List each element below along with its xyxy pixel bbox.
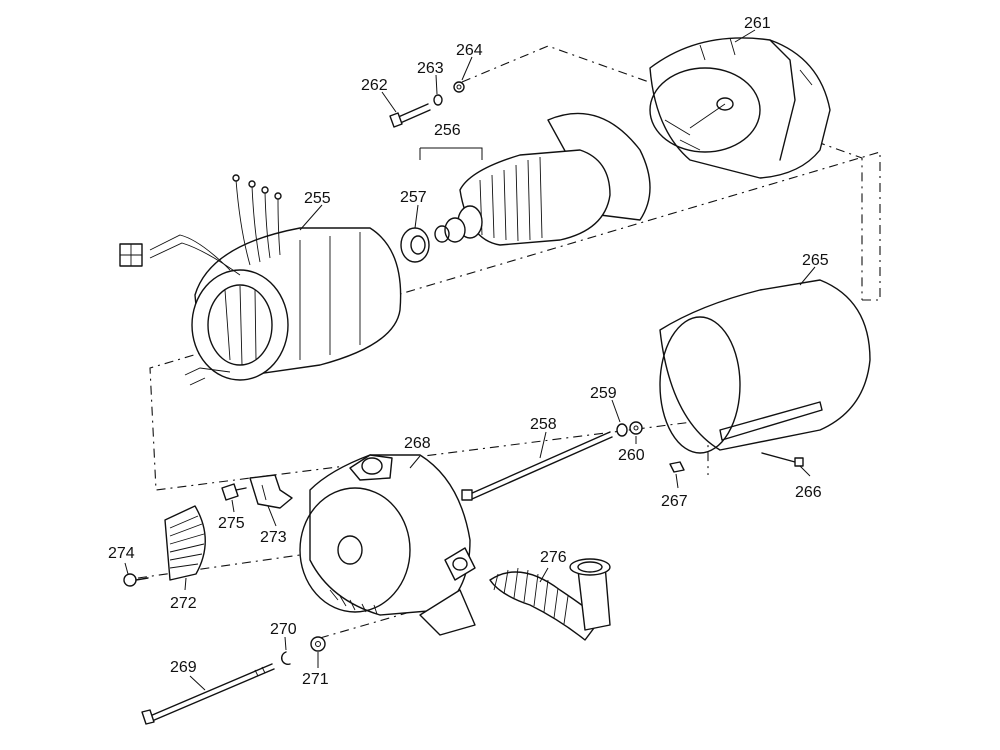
label-270: 270: [270, 621, 297, 638]
label-272: 272: [170, 595, 197, 612]
label-261: 261: [744, 15, 771, 32]
label-275: 275: [218, 515, 245, 532]
rear-housing: [299, 454, 476, 636]
label-276: 276: [540, 549, 567, 566]
cover-part: [659, 279, 871, 454]
label-271: 271: [302, 671, 329, 688]
label-256: 256: [434, 122, 461, 139]
rotor-part: [419, 112, 651, 246]
through-bolt-258: [461, 431, 613, 501]
bearing-part: [400, 227, 430, 263]
label-266: 266: [795, 484, 822, 501]
label-255: 255: [304, 190, 331, 207]
label-274: 274: [108, 545, 135, 562]
fan-part: [649, 37, 831, 179]
label-264: 264: [456, 42, 483, 59]
label-268: 268: [404, 435, 431, 452]
label-259: 259: [590, 385, 617, 402]
washers-259-260: [616, 421, 643, 437]
label-258: 258: [530, 416, 557, 433]
label-273: 273: [260, 529, 287, 546]
label-265: 265: [802, 252, 829, 269]
label-263: 263: [417, 60, 444, 77]
label-257: 257: [400, 189, 427, 206]
screw-brush: [221, 474, 293, 509]
label-267: 267: [661, 493, 688, 510]
bolt-washers: [389, 81, 465, 128]
nut-screw: [669, 452, 804, 473]
label-262: 262: [361, 77, 388, 94]
exhaust-hose: [489, 558, 611, 641]
brush-cover: [123, 505, 206, 587]
washers-270-271: [280, 636, 326, 666]
label-260: 260: [618, 447, 645, 464]
label-269: 269: [170, 659, 197, 676]
long-bolt-269: [141, 663, 275, 725]
stator-part: [119, 174, 402, 386]
leader-lines: [124, 29, 816, 691]
part-labels: 261 262 263 264 255 256 257 265 259 258 …: [108, 15, 829, 688]
